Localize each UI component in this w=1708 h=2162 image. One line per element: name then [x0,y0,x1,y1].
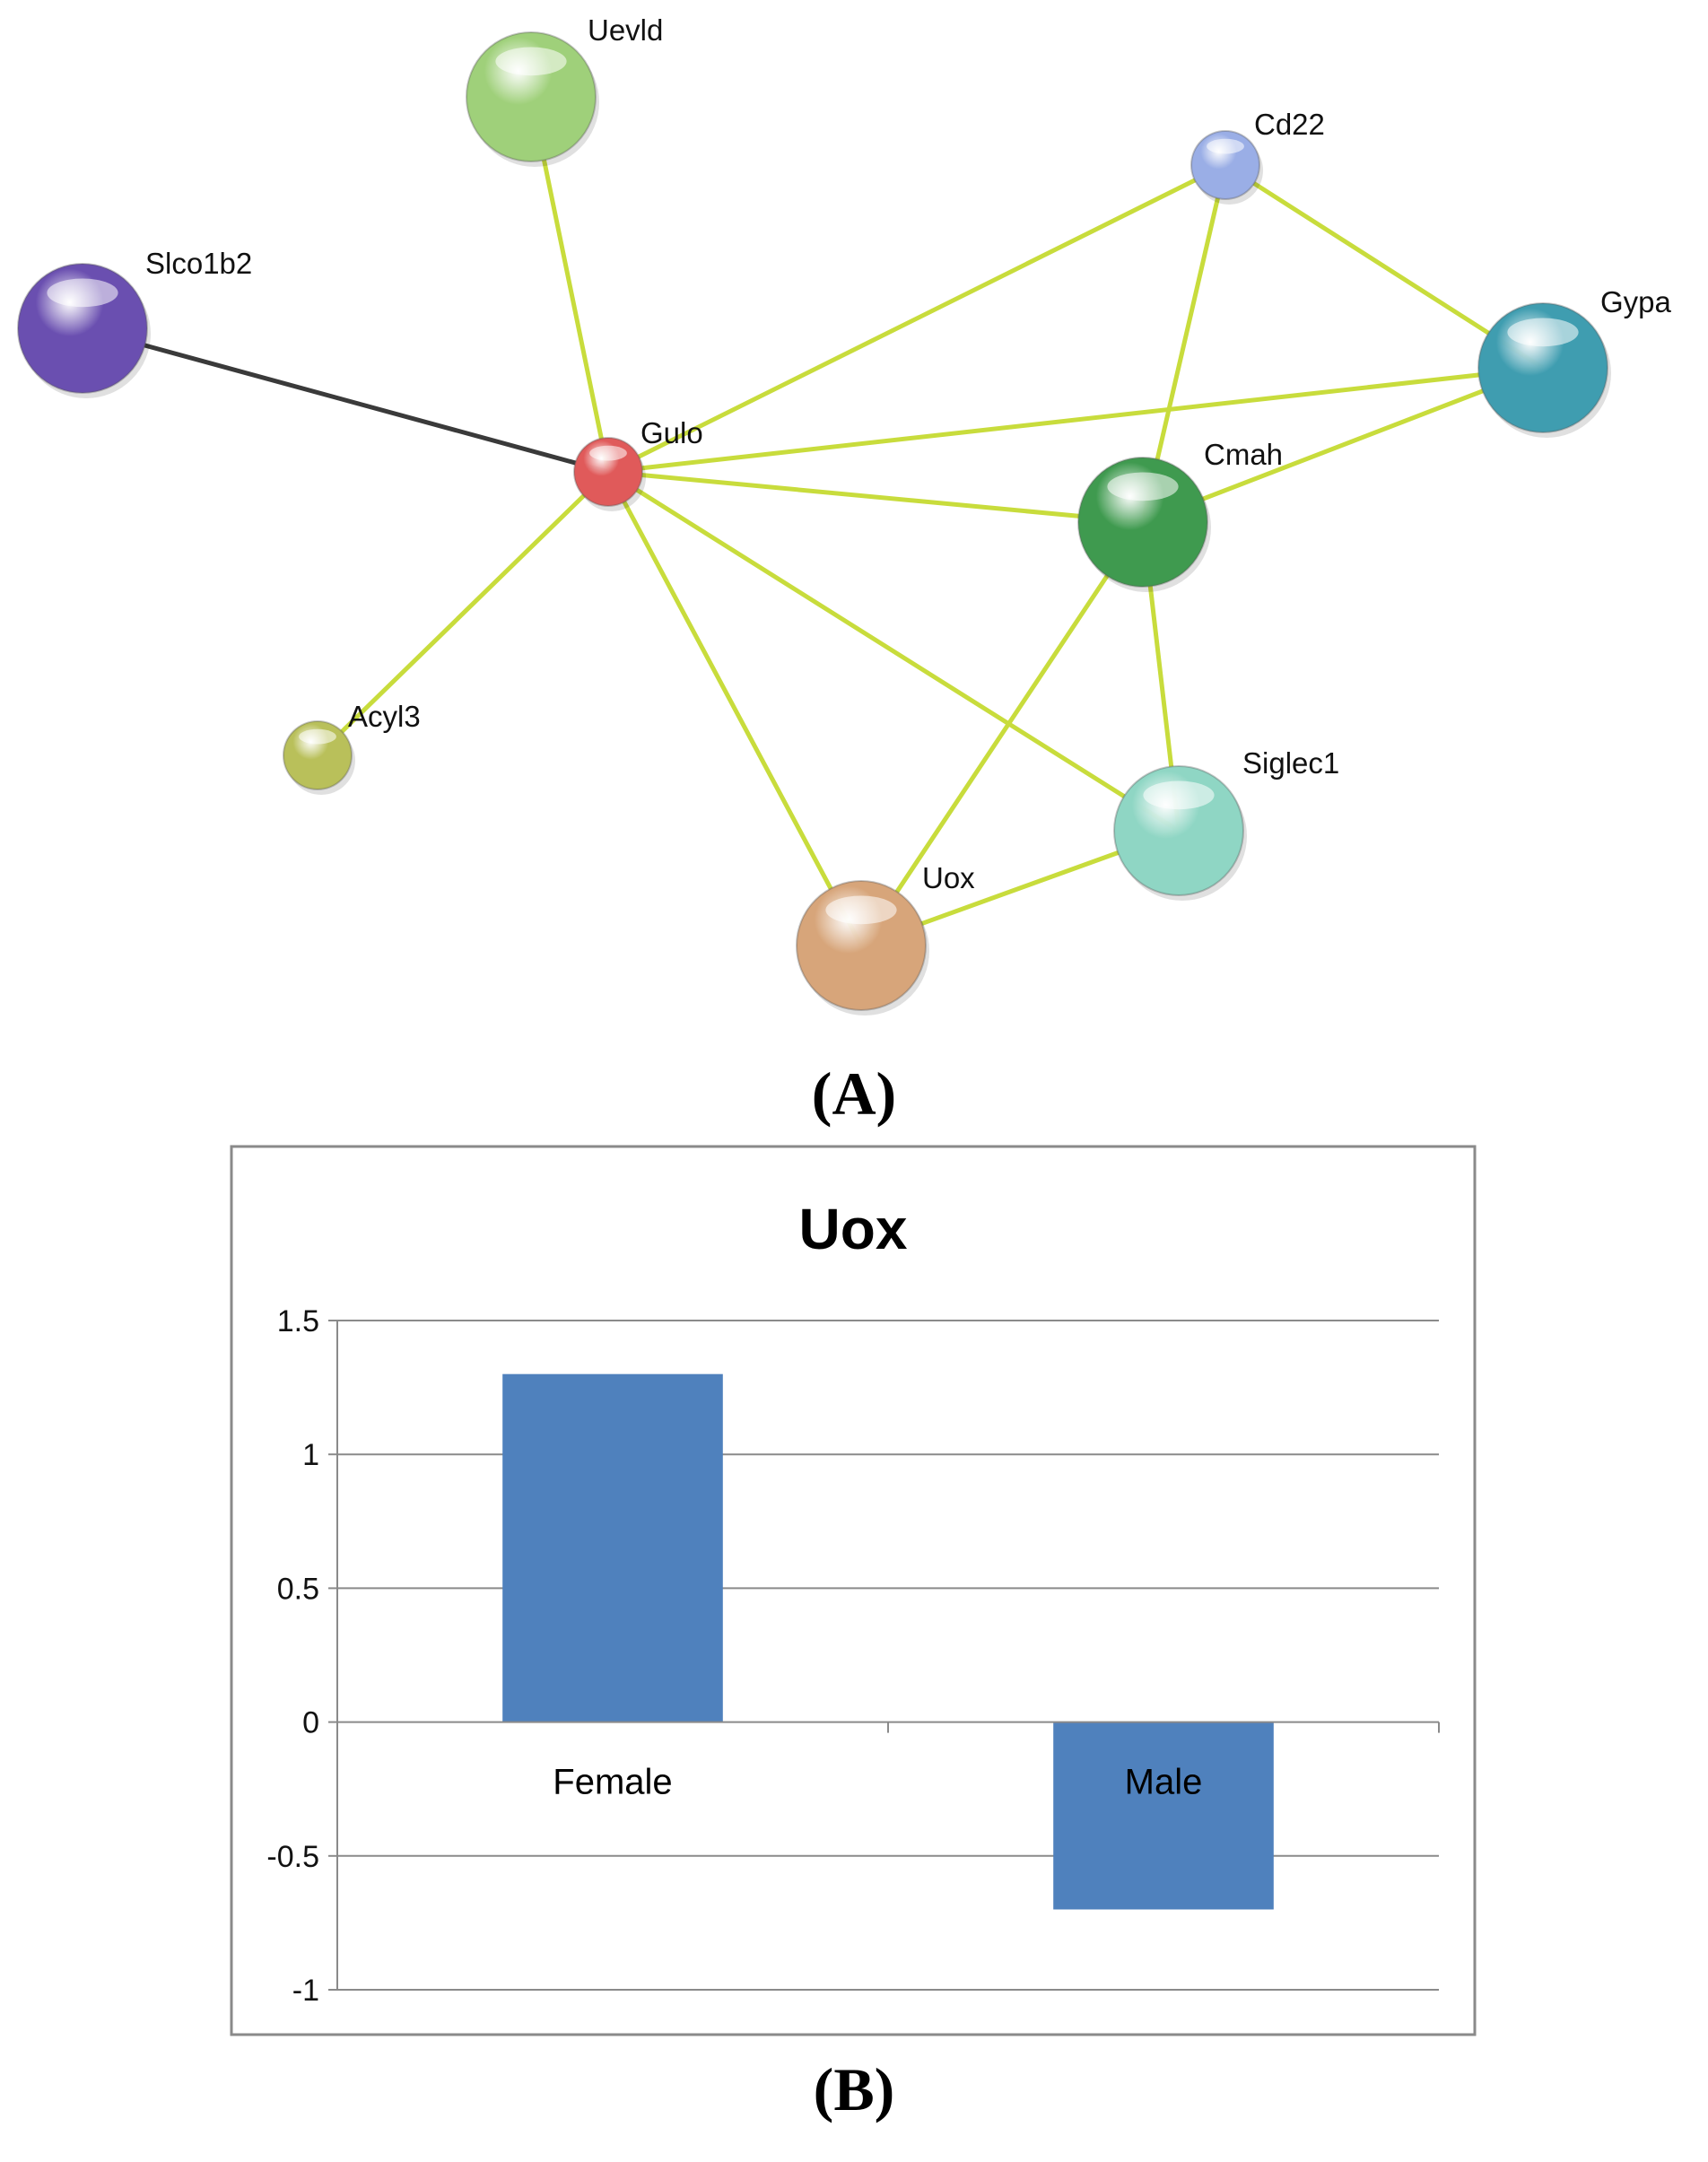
protein-network: UevldCd22Slco1b2GypaGuloCmahAcyl3Siglec1… [17,13,1672,1016]
node-highlight [1507,318,1579,347]
node-label-cmah: Cmah [1204,438,1283,471]
y-axis-ticks: 1.5 1 0.5 0 -0.5 -1 [266,1304,337,2008]
panel-b-label: (B) [813,2055,895,2123]
bar-female [502,1373,723,1722]
panel-a-label: (A) [811,1059,897,1128]
edge-gulo-cmah [607,469,1144,525]
node-label-gulo: Gulo [640,416,703,449]
category-labels: Female Male [553,1763,1202,1802]
node-cmah: Cmah [1077,438,1283,592]
y-tick-label: 1.5 [277,1304,319,1338]
category-label-male: Male [1125,1763,1203,1802]
chart-title: Uox [799,1197,908,1261]
node-siglec1: Siglec1 [1113,746,1339,901]
node-label-gypa: Gypa [1600,285,1672,318]
y-tick-label: 0.5 [277,1572,319,1606]
edge-gulo-acyl3 [316,470,610,757]
edge-gulo-cd22 [606,162,1227,475]
edge-gulo-siglec1 [606,469,1181,833]
chart-bars [502,1373,1274,1910]
bar-male [1053,1722,1274,1910]
node-uevld: Uevld [466,13,663,167]
node-highlight [299,728,336,745]
node-highlight [495,47,567,76]
node-highlight [825,895,897,925]
node-slco1b2: Slco1b2 [17,247,252,398]
edge-cmah-gypa [1142,365,1544,525]
edge-gulo-gypa [607,365,1544,475]
edge-slco1b2-gulo [82,326,609,475]
node-label-acyl3: Acyl3 [348,700,421,733]
y-tick-label: 0 [302,1706,319,1740]
node-highlight [1143,780,1215,810]
node-cd22: Cd22 [1190,108,1325,205]
y-tick-label: -0.5 [266,1840,319,1874]
node-highlight [47,278,118,308]
y-tick-label: -1 [292,1974,319,2008]
node-acyl3: Acyl3 [283,700,421,795]
node-highlight [1107,472,1179,501]
node-label-uox: Uox [922,861,975,894]
edge-gulo-uox [606,470,864,947]
edge-cmah-uox [858,520,1146,947]
node-label-slco1b2: Slco1b2 [145,247,252,280]
category-label-female: Female [553,1763,672,1802]
node-uox: Uox [796,861,975,1016]
node-gulo: Gulo [573,416,703,511]
x-axis-line [337,1721,1440,1733]
network-nodes: UevldCd22Slco1b2GypaGuloCmahAcyl3Siglec1… [17,13,1672,1016]
node-gypa: Gypa [1477,285,1672,438]
y-tick-label: 1 [302,1438,319,1472]
node-highlight [589,445,627,461]
node-label-siglec1: Siglec1 [1242,746,1339,780]
node-highlight [1207,138,1244,154]
chart-frame [230,1145,1477,2036]
node-label-cd22: Cd22 [1254,108,1325,141]
node-label-uevld: Uevld [588,13,663,47]
